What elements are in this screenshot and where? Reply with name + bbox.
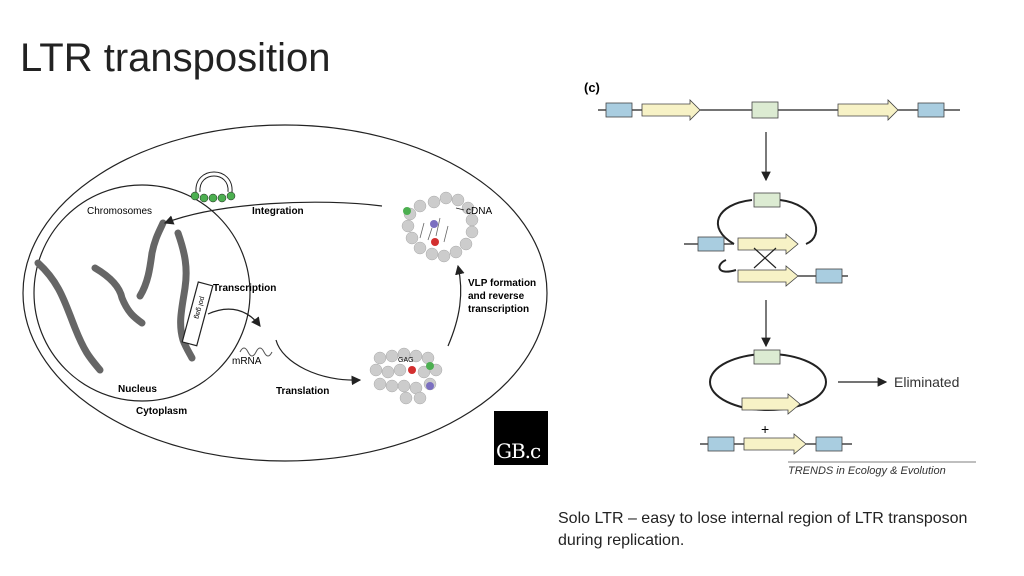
mrna-strand — [239, 347, 273, 357]
eliminated-circle — [709, 349, 827, 415]
solo-ltr-diagram: (c) Eliminated + TRENDS in — [584, 80, 976, 477]
gb-logo: GB.c — [494, 411, 548, 465]
vlp-formation-arrow — [447, 264, 465, 347]
integrase-complex — [190, 171, 236, 203]
caption-line-1: Solo LTR – easy to lose internal region … — [558, 510, 968, 527]
slide-caption: Solo LTR – easy to lose internal region … — [558, 508, 1008, 552]
label-gag: GAG — [398, 357, 414, 364]
label-vlp-2: and reverse — [468, 291, 525, 302]
looped-element — [684, 192, 848, 287]
label-vlp-3: transcription — [468, 304, 529, 315]
slide-title: LTR transposition — [20, 36, 331, 80]
label-eliminated: Eliminated — [894, 374, 959, 390]
internal-region — [751, 101, 779, 119]
label-mrna: mRNA — [232, 356, 262, 367]
vlp-cdna — [401, 191, 479, 263]
label-vlp-1: VLP formation — [468, 278, 536, 289]
label-credit: TRENDS in Ecology & Evolution — [788, 465, 946, 477]
cell-membrane — [22, 124, 548, 462]
integration-arrow — [163, 201, 383, 225]
label-transcription: Transcription — [213, 283, 276, 294]
label-translation: Translation — [276, 386, 329, 397]
arrow-right — [837, 99, 899, 121]
label-nucleus: Nucleus — [118, 384, 157, 395]
label-cdna: cDNA — [466, 206, 492, 217]
solo-ltr — [700, 433, 852, 455]
protein-cluster — [369, 347, 443, 405]
label-chromosomes: Chromosomes — [87, 206, 152, 217]
ltr-left — [605, 102, 633, 118]
transcription-arrow — [207, 308, 261, 327]
caption-line-2: during replication. — [558, 532, 685, 549]
arrow-left — [641, 99, 701, 121]
translation-arrow — [275, 339, 362, 386]
nucleus-envelope — [33, 184, 251, 402]
label-integration: Integration — [252, 206, 304, 217]
cdna-pointer — [455, 207, 465, 211]
label-plus: + — [761, 421, 769, 437]
ltr-right — [917, 102, 945, 118]
panel-label: (c) — [584, 80, 600, 95]
label-cytoplasm: Cytoplasm — [136, 406, 187, 417]
retrotransposon-lifecycle-diagram: pol gag — [22, 124, 548, 462]
chromosomes — [34, 219, 196, 374]
inserted-element: pol gag — [181, 281, 214, 347]
